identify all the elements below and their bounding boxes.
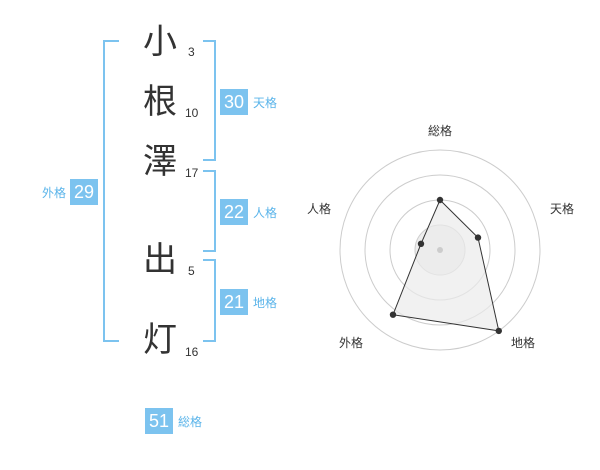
radar-center-dot — [437, 247, 443, 253]
radar-axis-label-tenkaku: 天格 — [550, 202, 575, 216]
radar-axis-label-gaikaku: 外格 — [339, 336, 364, 350]
stroke-count-2: 10 — [185, 106, 199, 120]
stroke-count-3: 17 — [185, 166, 199, 180]
radar-point-1 — [436, 196, 444, 204]
name-char-1: 小 — [143, 22, 177, 62]
tenkaku-value-badge: 30 — [220, 89, 249, 115]
radar-axis-label-soukaku: 総格 — [428, 124, 453, 138]
radar-point-2 — [474, 234, 482, 241]
chikaku-bracket — [203, 259, 216, 342]
radar-point-4 — [389, 311, 397, 318]
jinkaku-value-badge: 22 — [220, 199, 249, 225]
jinkaku-bracket — [203, 170, 216, 252]
name-char-2: 根 — [143, 82, 177, 122]
tenkaku-bracket — [203, 40, 216, 161]
chikaku-label: 地格 — [253, 296, 278, 310]
jinkaku-label: 人格 — [253, 206, 278, 220]
gaikaku-bracket — [103, 40, 119, 342]
tenkaku-label: 天格 — [253, 96, 278, 110]
name-char-5: 灯 — [143, 320, 177, 360]
gaikaku-value-badge: 29 — [70, 179, 99, 205]
name-char-3: 澤 — [143, 142, 177, 182]
radar-value-polygon — [392, 199, 500, 332]
stroke-count-1: 3 — [188, 45, 195, 59]
chikaku-value-badge: 21 — [220, 289, 249, 315]
soukaku-label: 総格 — [178, 415, 203, 429]
radar-ring-4 — [339, 149, 541, 351]
stroke-count-5: 16 — [185, 345, 199, 359]
radar-point-3 — [495, 327, 502, 335]
radar-point-5 — [417, 240, 425, 247]
gaikaku-label: 外格 — [41, 186, 66, 200]
radar-axis-label-jinkaku: 人格 — [307, 202, 332, 216]
radar-ring-3 — [364, 174, 516, 326]
stroke-count-4: 5 — [188, 264, 195, 278]
radar-axis-label-chikaku: 地格 — [511, 336, 536, 350]
name-char-4: 出 — [143, 240, 177, 280]
soukaku-value-badge: 51 — [145, 408, 174, 434]
